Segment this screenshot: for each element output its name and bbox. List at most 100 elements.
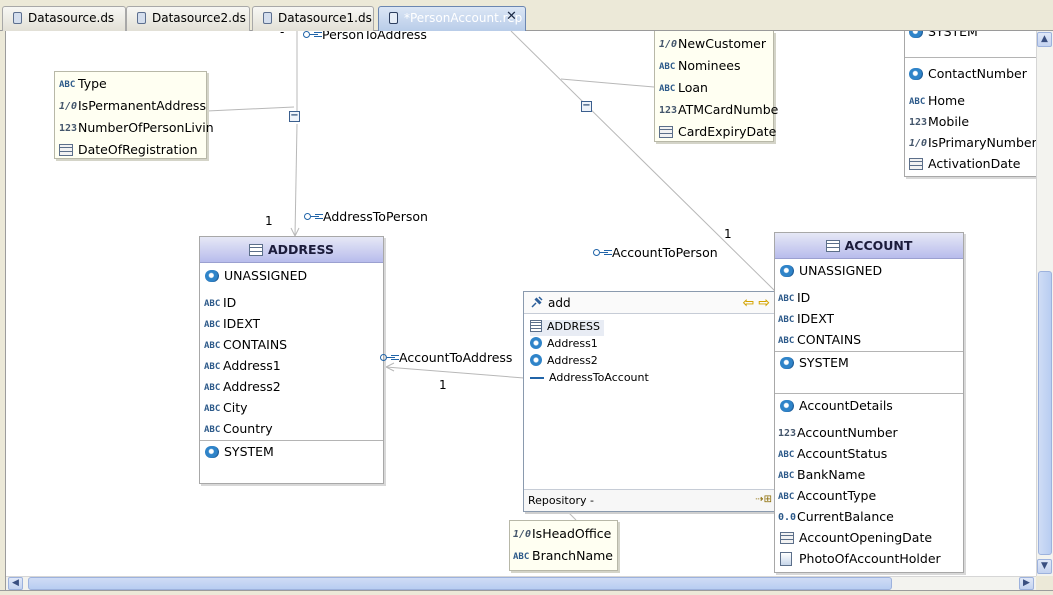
association-icon [909, 68, 923, 80]
connector-line [510, 31, 776, 292]
attribute-label: Home [928, 93, 965, 108]
relationship-account-to-address[interactable]: AccountToAddress [380, 350, 512, 365]
attribute-row[interactable]: ActivationDate [909, 156, 1020, 176]
back-arrow-icon[interactable]: ⇦ [742, 295, 755, 311]
horizontal-scrollbar[interactable]: ◀ ▶ [6, 576, 1036, 590]
attribute-row[interactable]: 1/0IsHeadOffice [513, 526, 611, 546]
attribute-row[interactable]: 123NumberOfPersonLivin [59, 120, 214, 140]
close-tab-icon[interactable]: ✕ [506, 9, 517, 24]
relationship-label: AddressToPerson [323, 209, 428, 224]
association-row[interactable]: UNASSIGNED [780, 263, 882, 283]
attribute-label: ContactNumber [928, 66, 1027, 81]
multiplicity-label: 1 [724, 227, 732, 241]
multiplicity-label: - [280, 31, 285, 39]
vertical-scroll-thumb[interactable] [1038, 271, 1052, 555]
scroll-down-button[interactable]: ▼ [1037, 559, 1052, 574]
association-row[interactable]: ContactNumber [909, 66, 1027, 86]
section-divider [905, 57, 1036, 58]
relationship-account-to-person[interactable]: AccountToPerson [593, 245, 718, 260]
attribute-row[interactable]: 1/0IsPrimaryNumber [909, 135, 1036, 155]
relationship-icon [593, 248, 609, 256]
expand-icon[interactable]: ⇢⊞ [755, 494, 772, 505]
attribute-row[interactable]: DateOfRegistration [59, 142, 198, 162]
tab-personaccount[interactable]: *PersonAccount.rep ✕ [378, 6, 526, 32]
multiplicity-label: 1 [265, 214, 273, 228]
forward-arrow-icon[interactable]: ⇨ [758, 295, 770, 311]
attribute-row[interactable]: PhotoOfAccountHolder [780, 551, 941, 571]
string-type-icon: ABC [778, 294, 795, 304]
association-row[interactable]: SYSTEM [909, 31, 978, 44]
scroll-left-button[interactable]: ◀ [8, 577, 23, 590]
relationship-address-to-person[interactable]: AddressToPerson [304, 209, 428, 224]
attribute-row[interactable]: 1/0IsPermanentAddress [59, 98, 206, 118]
add-dialog[interactable]: add ⇦⇨ ADDRESS Address1 Address2 Address… [523, 291, 777, 512]
datasource-file-icon [263, 12, 272, 24]
relationship-icon [304, 212, 320, 220]
entity-header[interactable]: ADDRESS [200, 237, 383, 263]
collapse-toggle-icon[interactable]: − [289, 110, 300, 122]
attribute-label: City [223, 400, 248, 415]
dialog-item-address1[interactable]: Address1 [530, 337, 598, 353]
scroll-up-button[interactable]: ▲ [1037, 32, 1052, 47]
attribute-label: SYSTEM [224, 444, 274, 459]
attribute-row[interactable]: 123ATMCardNumbe [659, 102, 778, 122]
relationship-label: PersonToAddress [322, 31, 427, 42]
horizontal-scroll-thumb[interactable] [28, 577, 892, 590]
dialog-item-address[interactable]: ADDRESS [530, 320, 605, 336]
scroll-right-button[interactable]: ▶ [1019, 577, 1034, 590]
attribute-label: IsPermanentAddress [78, 98, 206, 113]
association-row[interactable]: SYSTEM [780, 355, 849, 375]
attribute-row[interactable]: 123AccountNumber [778, 425, 898, 445]
dialog-item-address2[interactable]: Address2 [530, 354, 598, 370]
entity-table-icon [248, 244, 263, 256]
entity-header[interactable]: ACCOUNT [775, 233, 963, 259]
association-row[interactable]: SYSTEM [205, 444, 274, 464]
tab-datasource[interactable]: Datasource.ds [2, 6, 126, 31]
datasource-file-icon [137, 12, 146, 24]
attribute-row[interactable]: 1/0NewCustomer [659, 36, 766, 56]
scrollbar-corner [1036, 576, 1053, 590]
association-row[interactable]: UNASSIGNED [205, 268, 307, 288]
string-type-icon: ABC [204, 362, 221, 372]
vertical-scrollbar[interactable]: ▲ ▼ [1036, 31, 1053, 576]
attribute-label: Country [223, 421, 273, 436]
association-row[interactable]: AccountDetails [780, 398, 893, 418]
attribute-label: NewCustomer [678, 36, 766, 51]
attribute-row[interactable]: 123Mobile [909, 114, 969, 134]
collapse-toggle-icon[interactable]: − [581, 100, 592, 112]
relationship-person-to-address[interactable]: PersonToAddress [303, 31, 427, 42]
attribute-row[interactable]: 0.0CurrentBalance [778, 509, 894, 529]
dialog-item-address-to-account[interactable]: AddressToAccount [530, 371, 649, 387]
attribute-row[interactable]: AccountOpeningDate [780, 530, 932, 550]
attribute-label: AccountNumber [797, 425, 898, 440]
attribute-row[interactable]: CardExpiryDate [659, 124, 776, 144]
tab-datasource1[interactable]: Datasource1.ds [252, 6, 374, 31]
dialog-header: add ⇦⇨ [524, 292, 776, 314]
tab-datasource2[interactable]: Datasource2.ds [126, 6, 250, 31]
